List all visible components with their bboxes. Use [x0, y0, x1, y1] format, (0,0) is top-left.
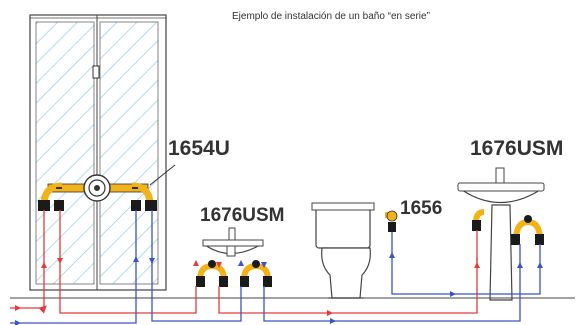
- diagram-title: Ejemplo de instalación de un baño “en se…: [232, 11, 430, 22]
- wc-valve-1656: [385, 210, 398, 232]
- basin-left: [202, 227, 264, 257]
- label-1676usm-left: 1676USM: [200, 205, 285, 226]
- leader-1654u: [149, 164, 176, 186]
- cold-water-lines: [10, 210, 541, 324]
- basin-left-valves: [196, 260, 272, 287]
- flow-arrows: [15, 252, 543, 325]
- label-1654u: 1654U: [168, 137, 230, 160]
- shower-enclosure: [29, 14, 167, 291]
- toilet: [311, 202, 375, 299]
- shower-valve-1654u: [38, 174, 157, 211]
- basin-right: [457, 167, 545, 301]
- label-1676usm-right: 1676USM: [470, 137, 564, 160]
- basin-right-valves: [472, 209, 544, 245]
- label-1656: 1656: [400, 198, 443, 219]
